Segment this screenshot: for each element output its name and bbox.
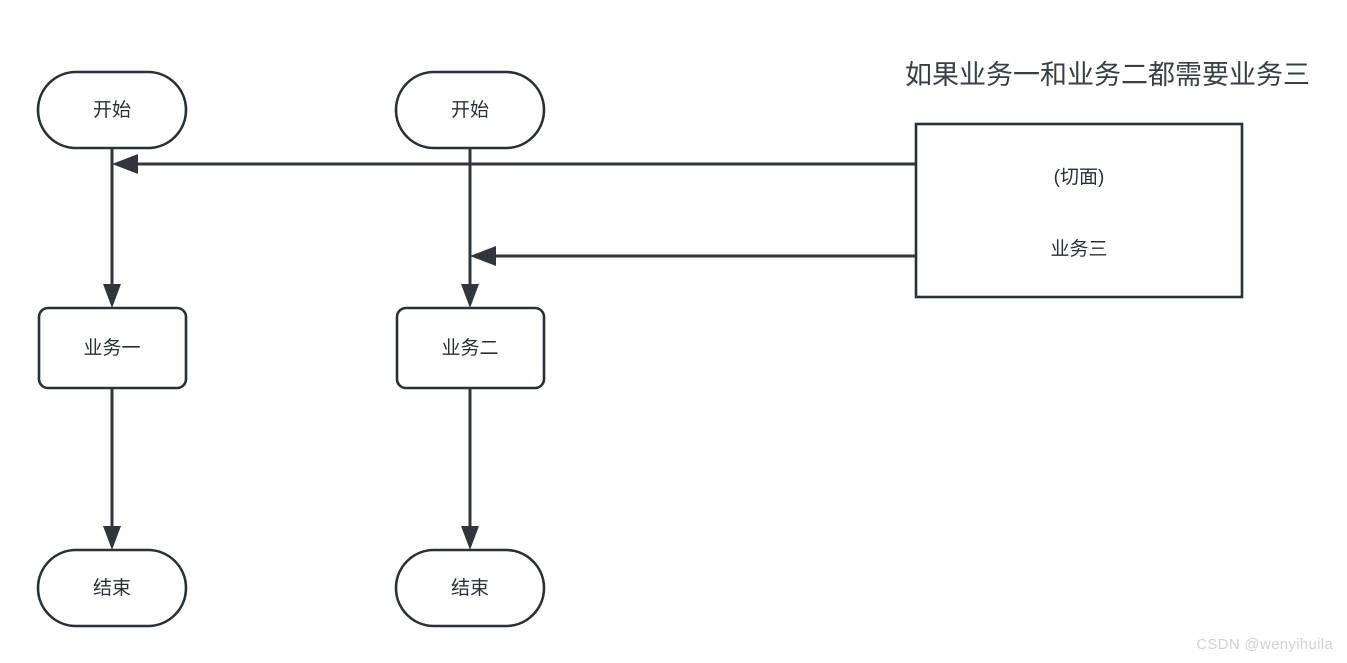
aspect-box[interactable]: (切面) 业务三	[914, 122, 1244, 299]
aspect-box-line-1: (切面)	[1054, 167, 1105, 188]
node-start-1[interactable]: 开始	[36, 70, 188, 150]
node-end-2[interactable]: 结束	[394, 548, 546, 628]
node-service-2-label: 业务二	[441, 337, 498, 359]
node-start-2[interactable]: 开始	[394, 70, 546, 150]
edge-start2-service2	[461, 148, 479, 308]
node-start-1-label: 开始	[93, 99, 131, 121]
node-end-2-label: 结束	[451, 577, 489, 599]
csdn-watermark: CSDN @wenyihuila	[1196, 636, 1333, 653]
node-service-2[interactable]: 业务二	[395, 306, 546, 390]
node-start-2-label: 开始	[451, 99, 489, 121]
node-service-1[interactable]: 业务一	[37, 306, 188, 390]
node-service-1-label: 业务一	[83, 337, 140, 359]
aspect-box-line-2: 业务三	[1050, 238, 1107, 260]
edge-start1-service1	[103, 148, 121, 308]
edge-service1-end1	[103, 388, 121, 550]
node-end-1-label: 结束	[93, 577, 131, 599]
edge-aspect-to-flow1	[112, 154, 916, 174]
edge-aspect-to-flow2	[470, 246, 916, 266]
edge-service2-end2	[461, 388, 479, 550]
node-end-1[interactable]: 结束	[36, 548, 188, 628]
diagram-title: 如果业务一和业务二都需要业务三	[905, 60, 1310, 90]
